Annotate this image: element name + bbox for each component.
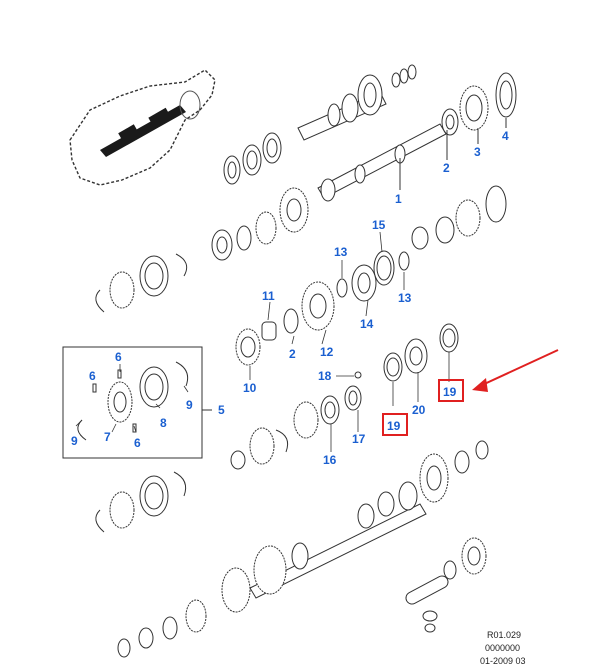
callout-6-bottom: 6 <box>134 436 141 450</box>
callout-labels: 1 2 3 4 15 13 13 14 11 2 12 6 6 6 7 8 9 … <box>71 129 509 467</box>
input-shaft-group <box>223 64 417 185</box>
callout-11: 11 <box>262 289 275 303</box>
highlight-arrow-shaft <box>479 349 559 387</box>
callout-5: 5 <box>218 403 225 417</box>
callout-20: 20 <box>412 403 426 417</box>
reference-code: R01.029 <box>487 630 521 640</box>
callout-17: 17 <box>352 432 366 446</box>
callout-8: 8 <box>160 416 167 430</box>
reference-block: R01.029 0000000 01-2009 03 <box>480 630 526 666</box>
highlight-marks <box>382 349 559 436</box>
spring <box>391 72 401 88</box>
overview-inset <box>69 69 216 186</box>
callout-1: 1 <box>395 192 402 206</box>
main-shaft <box>317 123 447 199</box>
callout-6-left: 6 <box>89 369 96 383</box>
part-18 <box>354 371 362 379</box>
callout-2-top: 2 <box>443 161 450 175</box>
highlight-arrow-head <box>472 378 488 392</box>
callout-9-right: 9 <box>186 398 193 412</box>
highlight-box-19-right <box>438 379 464 402</box>
callout-15: 15 <box>372 218 386 232</box>
center-stack <box>235 250 410 366</box>
callout-14: 14 <box>360 317 374 331</box>
countershaft <box>249 503 427 599</box>
callout-3: 3 <box>474 145 481 159</box>
shaft-pin <box>405 575 449 605</box>
highlighted-shaft <box>100 105 186 157</box>
subassembly-box <box>62 346 212 459</box>
callout-13-right: 13 <box>398 291 412 305</box>
highlight-box-19-left <box>382 413 408 436</box>
main-shaft-group <box>317 72 517 202</box>
part-2-bearing <box>283 308 299 334</box>
callout-10: 10 <box>243 381 257 395</box>
callout-2-mid: 2 <box>289 347 296 361</box>
countershaft-group <box>95 427 489 658</box>
callout-16: 16 <box>323 453 337 467</box>
reference-date: 01-2009 03 <box>480 656 526 666</box>
callout-18: 18 <box>318 369 332 383</box>
callout-12: 12 <box>320 345 334 359</box>
callout-19-left: 19 <box>387 419 401 433</box>
callout-13-top: 13 <box>334 245 348 259</box>
middle-row <box>211 185 507 261</box>
part-13-right <box>398 251 410 271</box>
reference-number: 0000000 <box>485 643 520 653</box>
callout-7: 7 <box>104 430 111 444</box>
callout-6-top: 6 <box>115 350 122 364</box>
part-11 <box>261 321 277 341</box>
lower-right-parts <box>293 323 459 439</box>
callout-9-left: 9 <box>71 434 78 448</box>
callout-19-right: 19 <box>443 385 457 399</box>
part-13-left <box>336 278 348 298</box>
left-synchro-group <box>95 253 188 313</box>
leader-lines <box>75 231 450 452</box>
callout-4: 4 <box>502 129 509 143</box>
